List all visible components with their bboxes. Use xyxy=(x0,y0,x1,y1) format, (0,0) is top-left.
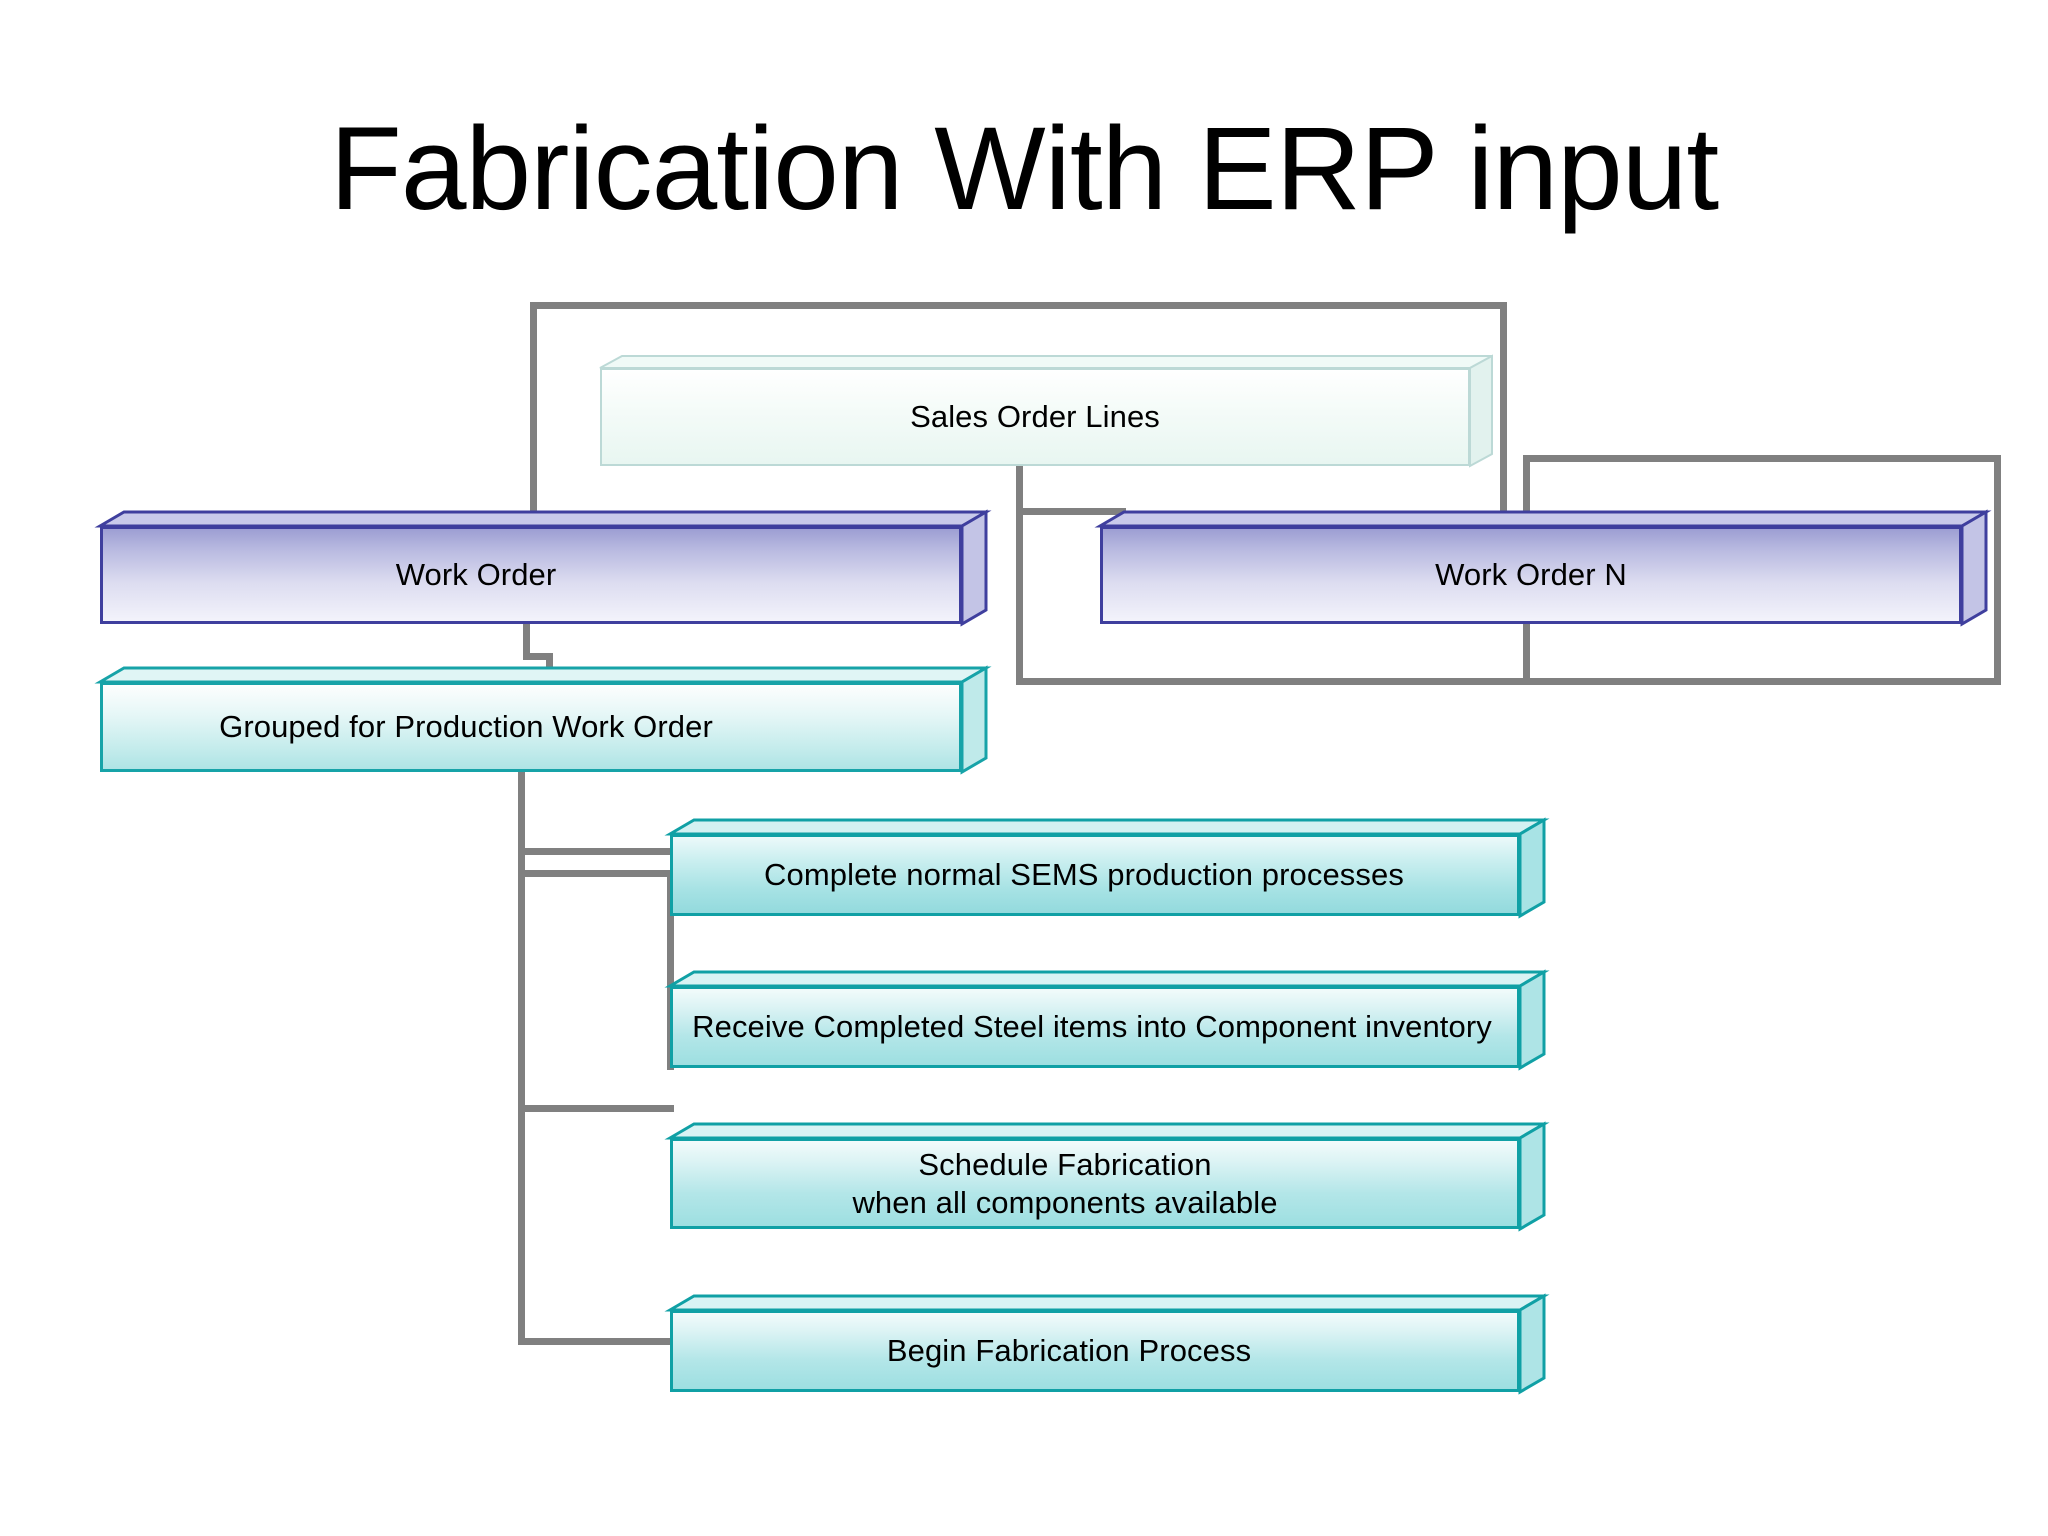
connector-top-bracket-horizontal xyxy=(530,302,1507,309)
node-grouped-for-production[interactable]: Grouped for Production Work Order xyxy=(94,665,992,775)
box-front-face: Work Order N xyxy=(1100,526,1962,624)
connector-right-loop-top xyxy=(1523,455,2001,462)
node-label: Sales Order Lines xyxy=(910,399,1160,434)
node-sales-order-lines[interactable]: Sales Order Lines xyxy=(599,354,1493,468)
connector-wo-jog-middle xyxy=(523,653,553,660)
connector-spine-vertical xyxy=(518,770,525,1345)
box-front-face: Grouped for Production Work Order xyxy=(100,682,962,772)
connector-branch-complete-sems xyxy=(518,848,674,855)
node-work-order-n[interactable]: Work Order N xyxy=(1094,509,1992,627)
box-front-face: Begin Fabrication Process xyxy=(670,1310,1520,1392)
connector-top-bracket-left-leg xyxy=(530,302,537,517)
node-schedule-fabrication[interactable]: Schedule Fabrication when all components… xyxy=(664,1121,1550,1232)
box-front-face: Work Order xyxy=(100,526,962,624)
node-label: Receive Completed Steel items into Compo… xyxy=(692,1009,1492,1044)
connector-branch-begin-fabrication xyxy=(518,1338,674,1345)
connector-wo-jog-upper xyxy=(523,618,530,660)
node-label: Schedule Fabrication when all components… xyxy=(852,1146,1278,1220)
page-title: Fabrication With ERP input xyxy=(329,103,1719,235)
connector-right-loop-bottom xyxy=(1016,678,2001,685)
box-front-face: Complete normal SEMS production processe… xyxy=(670,834,1520,916)
box-front-face: Sales Order Lines xyxy=(600,368,1470,466)
connector-right-loop-right-leg xyxy=(1994,455,2001,685)
node-receive-steel[interactable]: Receive Completed Steel items into Compo… xyxy=(664,969,1550,1071)
node-label: Complete normal SEMS production processe… xyxy=(764,857,1404,892)
connector-branch-receive-steel-drop xyxy=(667,870,674,1070)
connector-branch-schedule-fabrication xyxy=(518,1105,674,1112)
connector-top-bracket-right-leg xyxy=(1500,302,1507,517)
connector-right-loop-return-leg xyxy=(1016,508,1023,685)
connector-branch-receive-steel-upper xyxy=(518,870,674,877)
node-complete-sems[interactable]: Complete normal SEMS production processe… xyxy=(664,817,1550,919)
box-front-face: Receive Completed Steel items into Compo… xyxy=(670,986,1520,1068)
box-front-face: Schedule Fabrication when all components… xyxy=(670,1138,1520,1229)
node-begin-fabrication[interactable]: Begin Fabrication Process xyxy=(664,1293,1550,1395)
node-label: Work Order xyxy=(395,557,557,592)
node-label: Begin Fabrication Process xyxy=(886,1333,1252,1368)
node-label: Grouped for Production Work Order xyxy=(219,709,713,744)
node-work-order[interactable]: Work Order xyxy=(94,509,992,627)
node-label: Work Order N xyxy=(1435,557,1627,592)
connector-sol-to-won-horizontal xyxy=(1016,508,1126,515)
